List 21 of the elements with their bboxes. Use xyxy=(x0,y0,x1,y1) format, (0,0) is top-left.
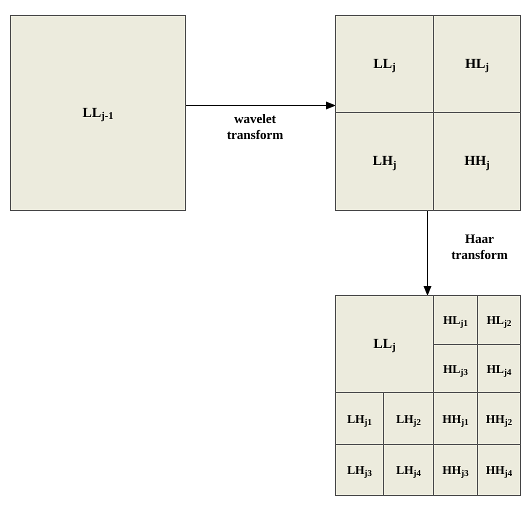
subband-label: LL$_{j}$ xyxy=(373,336,396,354)
subband-label: HH$_{j4}$ xyxy=(486,462,512,479)
subband-label: HH$_{j3}$ xyxy=(442,462,469,479)
arrow xyxy=(184,102,336,110)
arrow xyxy=(424,210,432,296)
subband-label: HL$_{j4}$ xyxy=(486,360,512,378)
subband-label: HL$_{j}$ xyxy=(465,56,489,74)
subband-label: HH$_{j2}$ xyxy=(486,410,512,428)
subband-label: LH$_{j1}$ xyxy=(347,410,372,428)
subband-box xyxy=(10,15,186,211)
subband-label: LH$_{j2}$ xyxy=(396,410,421,428)
subband-label: LH$_{j}$ xyxy=(372,153,396,172)
subband-label: HL$_{j3}$ xyxy=(443,360,468,378)
subband-label: LH$_{j4}$ xyxy=(396,462,421,479)
subband-label: HH$_{j}$ xyxy=(464,153,490,172)
subband-label: LH$_{j3}$ xyxy=(347,462,372,479)
subband-label: LL$_{j-1}$ xyxy=(82,104,114,124)
subband-label: HL$_{j2}$ xyxy=(486,312,512,329)
subband-label: HL$_{j1}$ xyxy=(443,312,468,329)
subband-label: HH$_{j1}$ xyxy=(442,410,469,428)
subband-label: LL$_{j}$ xyxy=(373,56,396,74)
